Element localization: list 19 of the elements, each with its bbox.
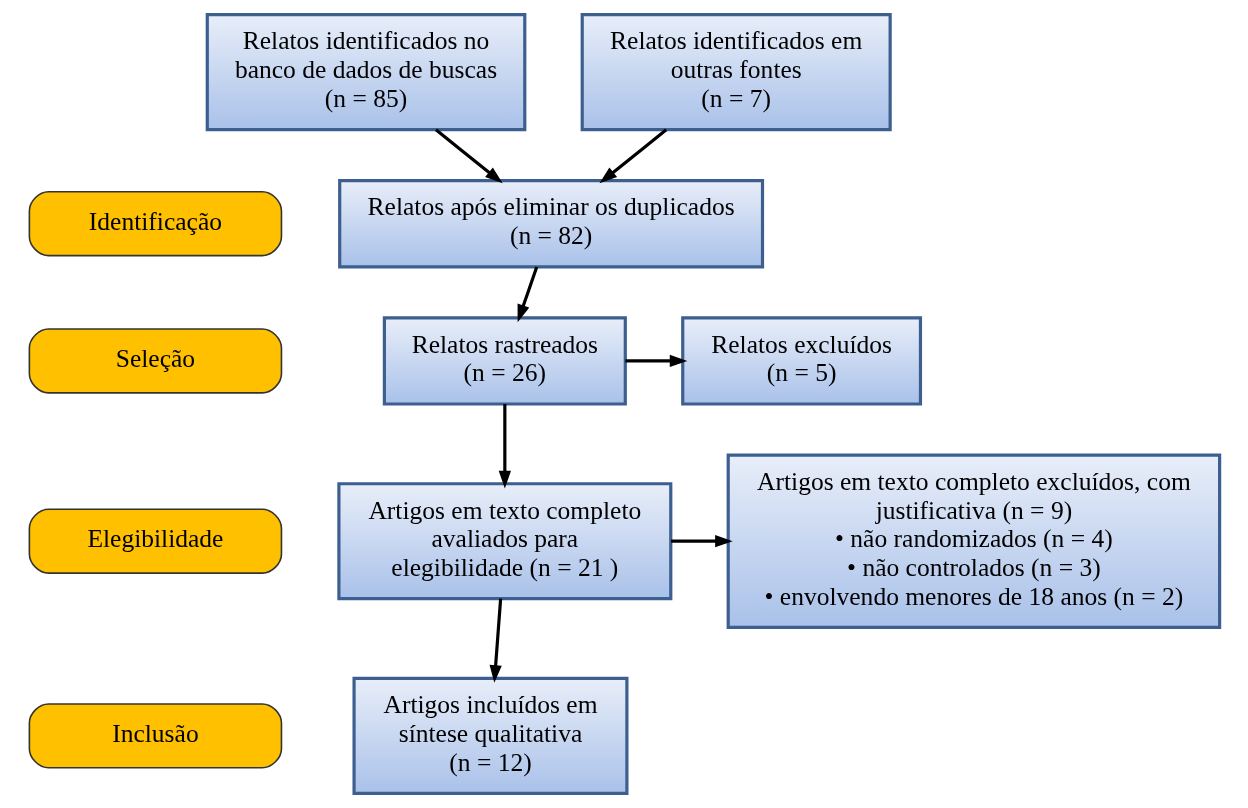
node-box: Relatos identificados em outras fontes (n = 7) bbox=[580, 13, 892, 132]
node-box: Artigos em texto completo avaliados para elegibilidade (n = 21 ) bbox=[336, 482, 672, 601]
node-box: Seleção bbox=[28, 328, 282, 394]
node-box: Identificação bbox=[28, 191, 282, 257]
arrow bbox=[517, 266, 538, 323]
node-box: Elegibilidade bbox=[28, 508, 282, 574]
arrow bbox=[624, 354, 687, 368]
node-box: Relatos após eliminar os duplicados (n = 82) bbox=[337, 179, 764, 269]
arrow bbox=[434, 128, 503, 184]
node-box: Inclusão bbox=[28, 703, 282, 769]
node-box: Artigos incluídos em síntese qualitativa (n = 12) bbox=[351, 676, 628, 795]
node-box: Artigos em texto completo excluídos, com justificativa (n = 9) • não randomizados (n = 4) • não controlados (n = 3) • envolvendo menores de 18 anos (n = 2) bbox=[726, 453, 1221, 629]
node-box: Relatos identificados no banco de dados de buscas (n = 85) bbox=[205, 13, 526, 132]
arrow bbox=[498, 404, 511, 489]
node-box: Relatos rastreados (n = 26) bbox=[382, 316, 627, 406]
arrow bbox=[599, 128, 667, 184]
arrow bbox=[670, 535, 733, 548]
node-box: Relatos excluídos (n = 5) bbox=[680, 316, 922, 406]
arrow bbox=[489, 598, 502, 683]
